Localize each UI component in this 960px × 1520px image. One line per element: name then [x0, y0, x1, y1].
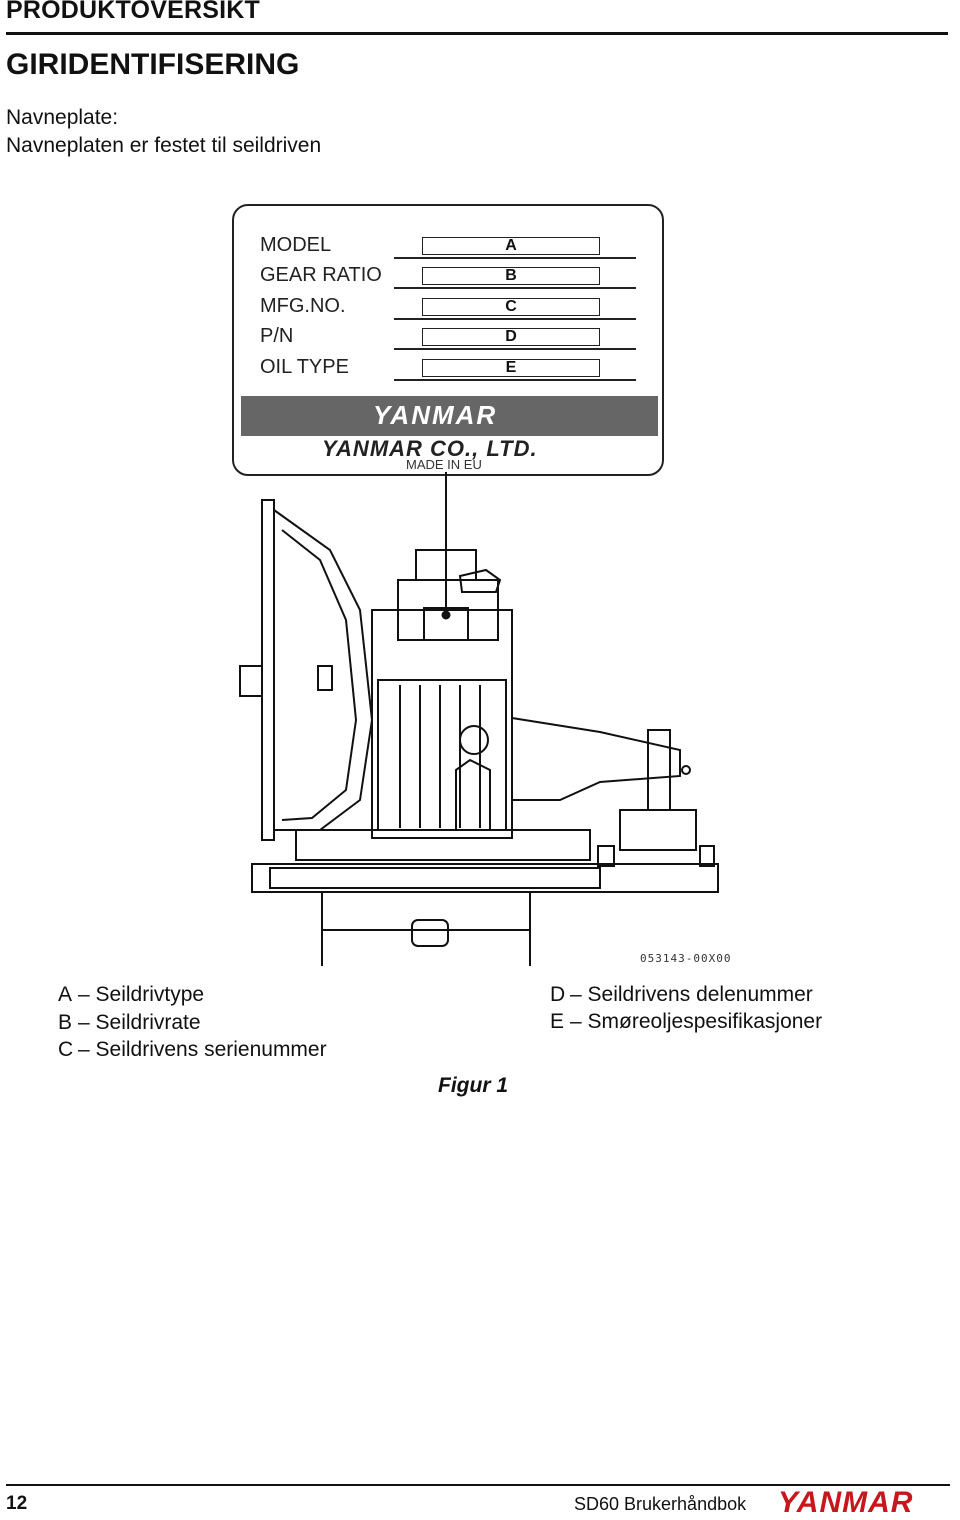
pointer-dot: [441, 610, 451, 620]
nameplate: MODEL GEAR RATIO MFG.NO. P/N OIL TYPE A …: [232, 204, 664, 476]
saildrive-illustration: [239, 472, 719, 966]
nameplate-label-gear-ratio: GEAR RATIO: [260, 264, 382, 286]
oil-plug: [459, 725, 489, 755]
nameplate-field-d: D: [422, 328, 600, 346]
leg-fitting: [411, 919, 449, 947]
mount-stud: [647, 729, 671, 811]
legend-text: Seildrivrate: [95, 1011, 201, 1034]
intro-label: Navneplate:: [6, 106, 119, 129]
nameplate-label-mfg-no: MFG.NO.: [260, 295, 346, 317]
header-divider: [6, 32, 948, 35]
nameplate-field-c: C: [422, 298, 600, 316]
rubber-mount: [619, 809, 697, 851]
footer-divider: [6, 1484, 950, 1486]
manual-title: SD60 Brukerhåndbok: [574, 1494, 747, 1514]
nameplate-brand-band: YANMAR: [241, 396, 658, 436]
gearbox-body: [371, 609, 513, 839]
origin-label: MADE IN EU: [406, 457, 482, 472]
figure-reference-code: 053143-00X00: [640, 952, 732, 965]
flange-cone-inner: [281, 529, 358, 821]
legend-item-d: D– Seildrivens delenummer: [550, 983, 813, 1006]
intro-text: Navneplaten er festet til seildriven: [6, 134, 322, 157]
legend-item-a: A– Seildrivtype: [58, 983, 205, 1006]
mounting-arm: [511, 717, 681, 801]
shift-lever: [458, 568, 502, 593]
base-ring: [295, 829, 591, 861]
legend-item-b: B– Seildrivrate: [58, 1011, 201, 1034]
legend-key: C: [58, 1038, 74, 1061]
nameplate-line: [394, 348, 636, 350]
nameplate-line: [394, 379, 636, 381]
nameplate-line: [394, 257, 636, 259]
flange-boss: [239, 665, 263, 697]
legend-key: A: [58, 983, 73, 1006]
flange-edge: [261, 499, 275, 841]
flange-cone: [273, 509, 374, 831]
figure-caption: Figur 1: [438, 1074, 509, 1097]
nameplate-position: [423, 607, 469, 641]
gearbox-cap: [415, 549, 477, 581]
nameplate-field-e: E: [422, 359, 600, 377]
legend-key: D: [550, 983, 566, 1006]
legend-text: Seildrivens serienummer: [95, 1038, 327, 1061]
nameplate-label-pn: P/N: [260, 325, 294, 347]
yanmar-footer-logo: YANMAR: [778, 1486, 914, 1519]
section-header: PRODUKTOVERSIKT: [6, 0, 260, 24]
legend-item-e: E– Smøreoljespesifikasjoner: [550, 1010, 823, 1033]
legend-item-c: C– Seildrivens serienummer: [58, 1038, 327, 1061]
legend-text: Seildrivens delenummer: [587, 983, 813, 1006]
lower-leg-collar: [321, 891, 531, 931]
legend-key: B: [58, 1011, 73, 1034]
nameplate-line: [394, 318, 636, 320]
nameplate-field-a: A: [422, 237, 600, 255]
drain-port: [455, 758, 491, 831]
flange-bolt: [317, 665, 333, 691]
nameplate-label-oil-type: OIL TYPE: [260, 356, 349, 378]
nameplate-field-b: B: [422, 267, 600, 285]
gearbox-ribbed-section: [377, 679, 507, 831]
nameplate-label-model: MODEL: [260, 234, 332, 256]
company-name: YANMAR CO., LTD.: [322, 436, 538, 461]
page-title: GIRIDENTIFISERING: [6, 48, 300, 81]
yanmar-logo: YANMAR: [373, 400, 498, 430]
legend-text: Seildrivtype: [95, 983, 205, 1006]
legend-text: Smøreoljespesifikasjoner: [587, 1010, 823, 1033]
legend-key: E: [550, 1010, 565, 1033]
nameplate-line: [394, 287, 636, 289]
page-number: 12: [6, 1493, 28, 1514]
base-plate: [251, 863, 719, 893]
